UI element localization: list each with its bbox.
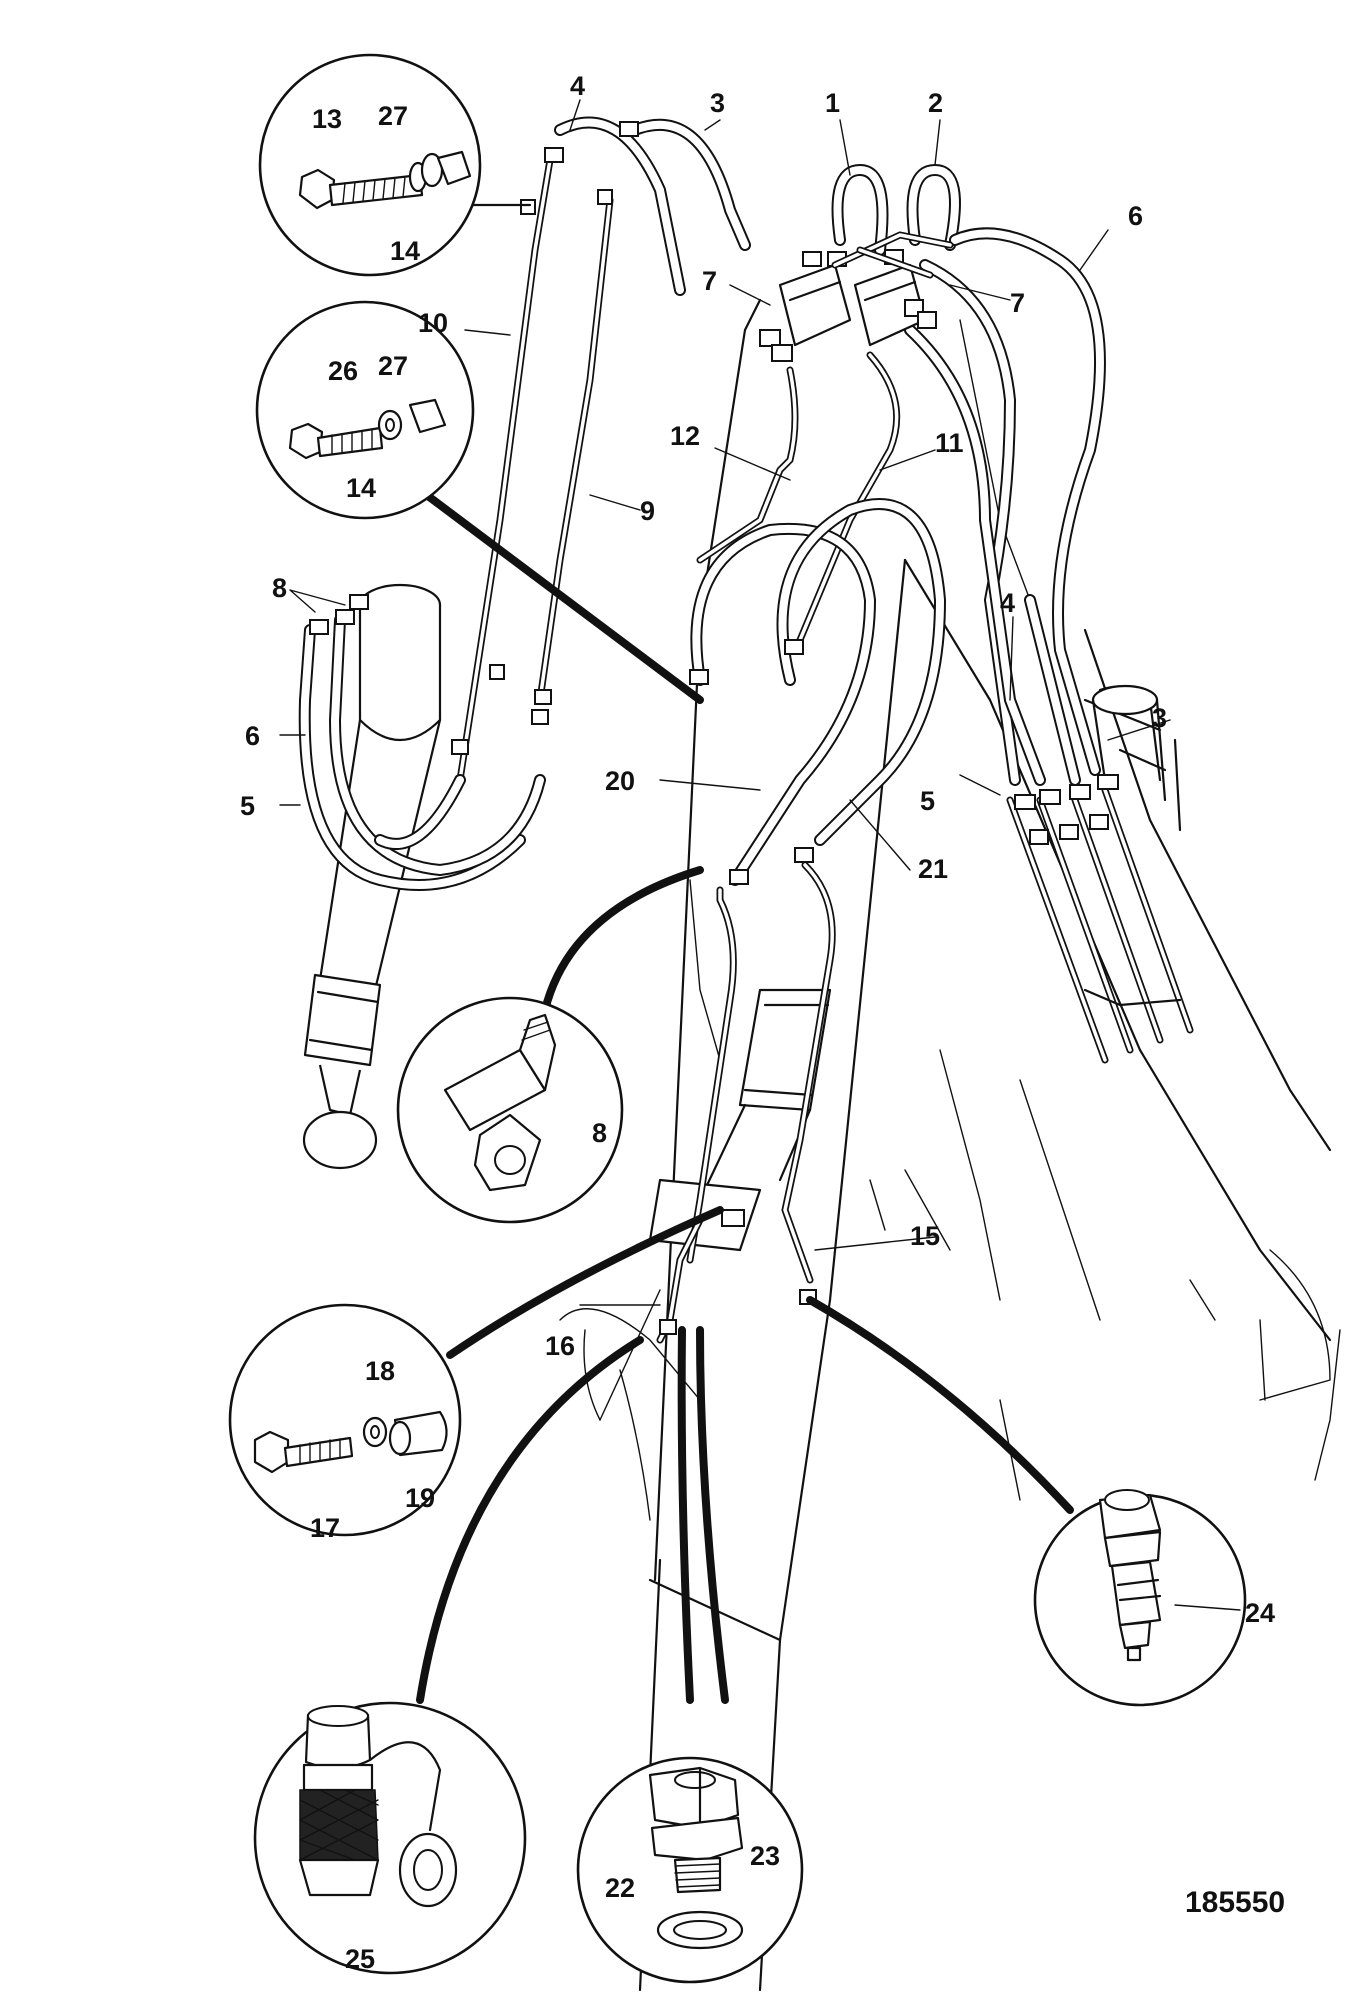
callout-15: 15 bbox=[910, 1221, 940, 1251]
callout-22: 22 bbox=[605, 1873, 635, 1903]
callout-21: 21 bbox=[918, 854, 948, 884]
callout-9: 9 bbox=[640, 496, 655, 526]
hose-5-right bbox=[919, 259, 1021, 786]
detail-coupling-25 bbox=[253, 1336, 644, 1975]
callout-2: 2 bbox=[928, 88, 943, 118]
detail-coupling-24 bbox=[806, 1296, 1247, 1707]
hose-3-top bbox=[624, 118, 751, 251]
pipe-12 bbox=[696, 366, 799, 564]
detail-bolt-17 bbox=[228, 1206, 724, 1537]
hose-4-right bbox=[904, 324, 1046, 786]
callout-6: 6 bbox=[1128, 201, 1143, 231]
pipe-11 bbox=[796, 351, 901, 644]
hose-from-rods bbox=[374, 774, 466, 850]
callout-17: 17 bbox=[310, 1513, 340, 1543]
rod-9 bbox=[536, 196, 614, 704]
hose-3-right bbox=[1024, 594, 1081, 786]
detail-adaptor-22 bbox=[576, 1326, 804, 1984]
callout-12: 12 bbox=[670, 421, 700, 451]
callout-16: 16 bbox=[545, 1331, 575, 1361]
callout-23: 23 bbox=[750, 1841, 780, 1871]
valve-block-left bbox=[759, 251, 852, 362]
detail-bolt-26 bbox=[255, 300, 704, 704]
detail-elbow-8 bbox=[396, 866, 704, 1224]
callout-24: 24 bbox=[1245, 1598, 1275, 1628]
callout-18: 18 bbox=[365, 1356, 395, 1386]
callout-14b: 14 bbox=[346, 473, 376, 503]
pipe-to-coupling-right bbox=[781, 861, 836, 1284]
drawing-number: 185550 bbox=[1185, 1886, 1285, 1919]
hose-loop-centre bbox=[690, 522, 876, 886]
callout-7b: 7 bbox=[1010, 288, 1025, 318]
callout-5b: 5 bbox=[920, 786, 935, 816]
hose-20 bbox=[776, 498, 946, 846]
hose-loop-1 bbox=[831, 164, 889, 256]
callout-10: 10 bbox=[418, 308, 448, 338]
callout-27b: 27 bbox=[378, 351, 408, 381]
hose-6-right bbox=[949, 227, 1106, 776]
leader-lines bbox=[279, 99, 1241, 1611]
callout-6b: 6 bbox=[245, 721, 260, 751]
boom-cylinder bbox=[302, 583, 442, 1170]
hose-6-left bbox=[329, 614, 546, 876]
right-cylinder bbox=[1091, 684, 1167, 802]
valve-block-right bbox=[853, 249, 937, 347]
callout-3b: 3 bbox=[1152, 703, 1167, 733]
callout-labels: 1 2 3 4 6 7 7 10 9 12 11 8 6 5 4 3 20 5 … bbox=[240, 71, 1285, 1974]
pipe-to-coupling-left bbox=[686, 886, 737, 1264]
callout-14: 14 bbox=[390, 236, 420, 266]
manifold-pipes bbox=[831, 231, 954, 279]
callout-19: 19 bbox=[405, 1483, 435, 1513]
callout-13: 13 bbox=[312, 104, 342, 134]
callout-25: 25 bbox=[345, 1944, 375, 1974]
callout-1: 1 bbox=[825, 88, 840, 118]
callout-26: 26 bbox=[328, 356, 358, 386]
hose-4-top bbox=[554, 116, 686, 296]
rod-10 bbox=[456, 156, 554, 784]
callout-4: 4 bbox=[570, 71, 585, 101]
callout-5: 5 bbox=[240, 791, 255, 821]
callout-8: 8 bbox=[272, 573, 287, 603]
callout-7: 7 bbox=[702, 266, 717, 296]
callout-27: 27 bbox=[378, 101, 408, 131]
callout-20: 20 bbox=[605, 766, 635, 796]
callout-4b: 4 bbox=[1000, 588, 1015, 618]
rod-bundle-right bbox=[1006, 786, 1194, 1064]
hose-loop-2 bbox=[906, 164, 961, 251]
fittings bbox=[309, 121, 1119, 1335]
detail-bolt-13 bbox=[258, 53, 532, 277]
callout-8b: 8 bbox=[592, 1118, 607, 1148]
callout-11: 11 bbox=[935, 428, 964, 458]
callout-3: 3 bbox=[710, 88, 725, 118]
boom-structure bbox=[559, 298, 1341, 1992]
hose-5-left bbox=[298, 624, 526, 891]
